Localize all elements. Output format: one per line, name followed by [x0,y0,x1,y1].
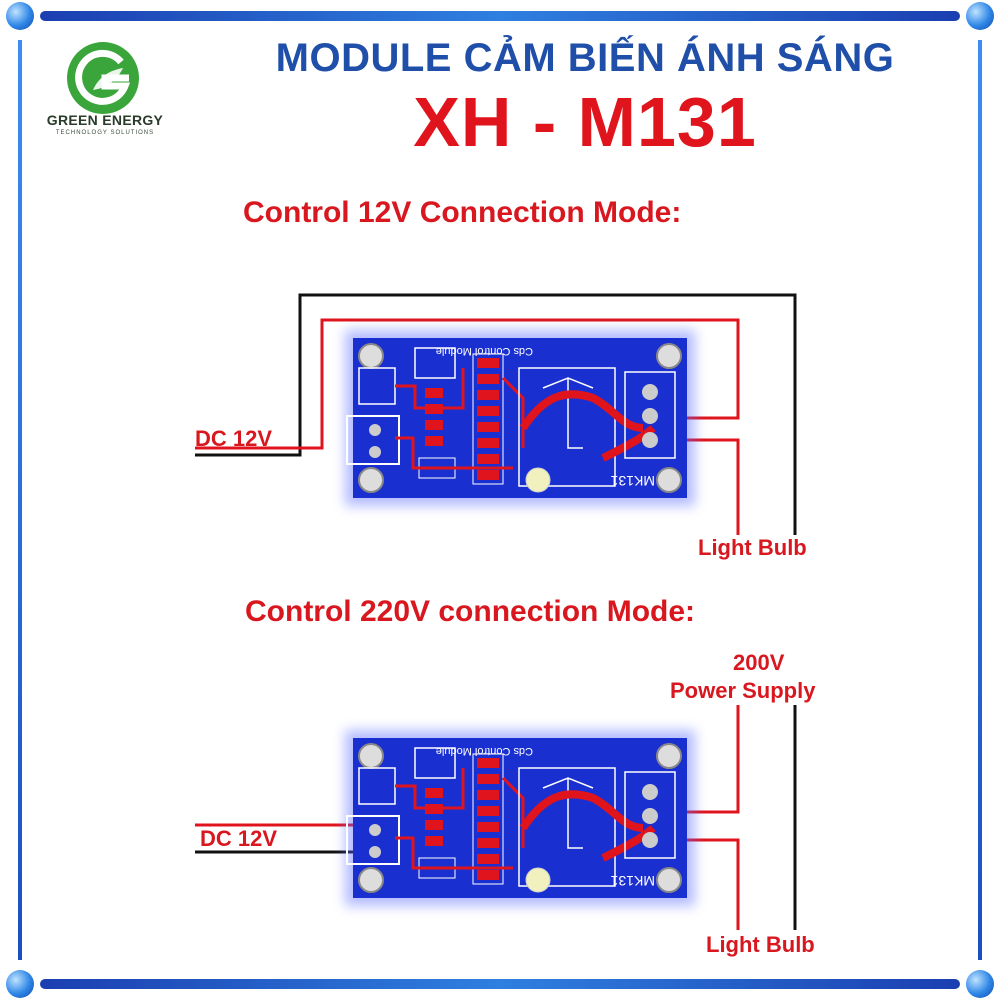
frame-corner-top-left [6,2,34,30]
diagram1-wires [195,293,797,535]
brand-tagline: TECHNOLOGY SOLUTIONS [55,130,155,136]
diagram2-wires [195,705,797,930]
frame-bottom-bar [40,979,960,989]
diagram2-board-model: MK131 [610,873,655,889]
frame-left-bar [18,40,22,960]
diagram1-pcb: Cds Control Module MK131 [345,330,695,506]
diagram1-board-silk-label: Cds Control Module [436,345,533,357]
page-title: MODULE CẢM BIẾN ÁNH SÁNG [275,36,895,80]
diagram1-red-wire-input [195,318,740,450]
frame-corner-bottom-right [966,970,994,998]
brand-name: GREEN ENERGY [46,112,164,128]
frame-right-bar [978,40,982,960]
diagram1-red-wire-output [680,438,740,535]
frame-corner-bottom-left [6,970,34,998]
diagram2-supply-label-line1: 200V [733,650,785,675]
diagram1-black-wire [195,293,797,535]
frame-corner-top-right [966,2,994,30]
model-title: XH - M131 [413,83,757,161]
diagram2-red-wire-output [680,838,740,930]
diagram2-board-silk-label: Cds Control Module [436,745,533,757]
diagram2-pcb: Cds Control Module MK131 [345,730,695,906]
leaf-g-logo-icon [67,42,139,114]
diagram2-input-label: DC 12V [200,826,278,851]
diagram2-red-wire-supply [680,705,740,814]
diagram1-output-label: Light Bulb [698,535,807,560]
diagram1-board-model: MK131 [610,473,655,489]
frame-top-bar [40,11,960,21]
diagram1-heading: Control 12V Connection Mode: [243,196,682,229]
diagram2-supply-label-line2: Power Supply [670,678,816,703]
diagram2-output-label: Light Bulb [706,932,815,957]
diagram2-heading: Control 220V connection Mode: [245,595,696,628]
